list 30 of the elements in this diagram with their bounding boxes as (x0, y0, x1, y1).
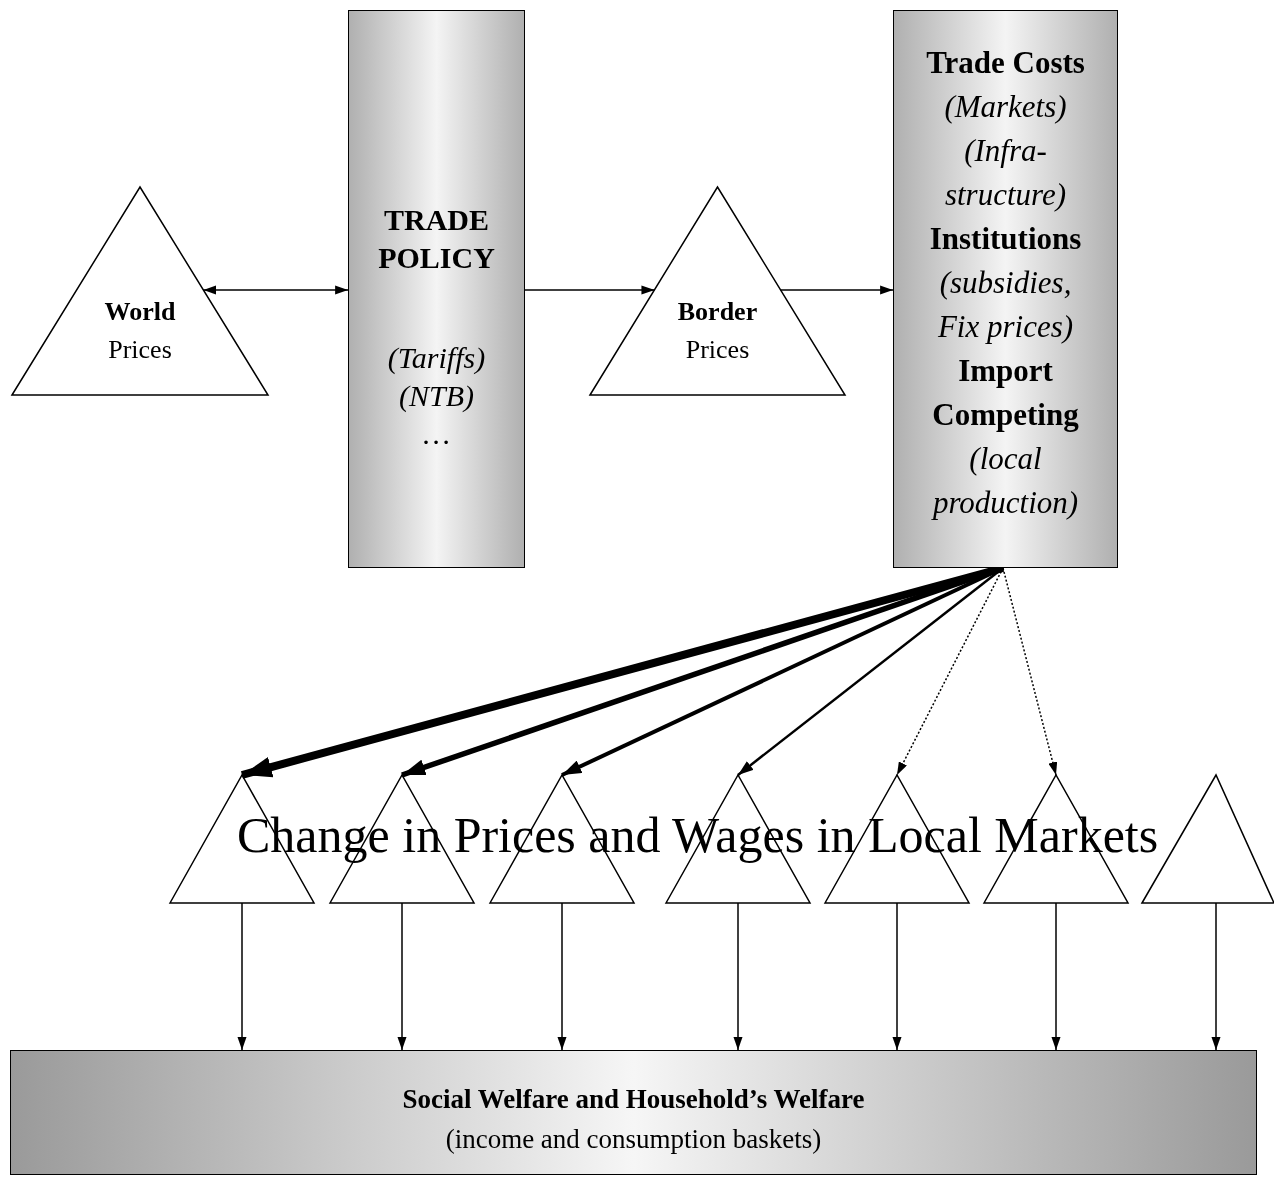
arrow (892, 902, 902, 1051)
node-text: Institutions (929, 220, 1082, 258)
node-text: Import Competing (931, 352, 1080, 434)
node-text: Trade Costs (926, 44, 1085, 82)
arrow (524, 285, 656, 295)
arrow (202, 285, 349, 295)
node-text: Social Welfare and Household’s Welfare (402, 1083, 865, 1116)
arrow (1002, 567, 1058, 776)
arrow (557, 902, 567, 1051)
arrow (779, 285, 894, 295)
shaded-box (348, 10, 525, 568)
node-text: … (423, 416, 450, 452)
shaded-box (10, 1050, 1257, 1175)
node-text: (income and consumption baskets) (445, 1123, 822, 1156)
arrow (237, 902, 247, 1051)
arrow (397, 902, 407, 1051)
shaded-box (893, 10, 1118, 568)
node-text: (Markets) (Infra-structure) (943, 88, 1068, 214)
node-text: (Tariffs) (387, 340, 486, 376)
node-text: World (104, 296, 176, 328)
node-text: Prices (108, 334, 172, 366)
node-text: (local production) (930, 440, 1080, 522)
node-text: Prices (685, 334, 750, 366)
node-text: (subsidies, Fix prices) (936, 264, 1075, 346)
arrow (1211, 902, 1221, 1051)
arrow (1051, 902, 1061, 1051)
node-text: (NTB) (399, 378, 474, 414)
node-text: TRADE POLICY (377, 202, 496, 276)
node-text: Border (677, 296, 758, 328)
arrow (733, 902, 743, 1051)
